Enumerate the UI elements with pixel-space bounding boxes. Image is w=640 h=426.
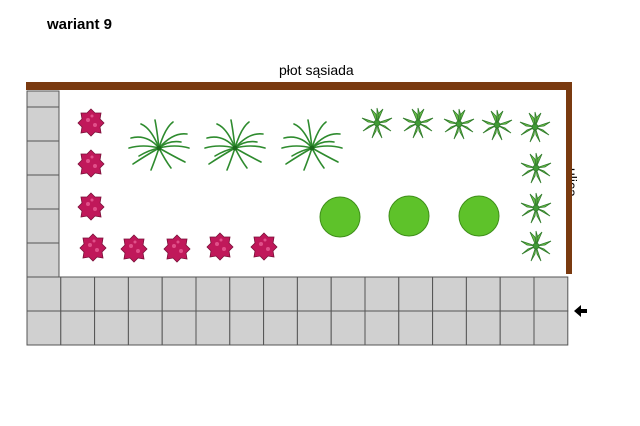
small-plant-icon [520,192,552,224]
small-plant-icon [402,107,434,139]
paving-tile [398,310,434,346]
paving-tile [432,310,467,346]
small-plant-icon [481,109,513,141]
grasses [128,119,343,171]
paving-tile [533,276,569,312]
paving-tile [161,276,197,312]
paving-tile [465,310,501,346]
paving-tile [364,310,400,346]
paving-tile [161,310,197,346]
rose-shrub-icon [79,233,107,262]
paving-tile [26,310,62,346]
paving-tile [364,276,400,312]
small-plant-icon [443,108,475,140]
paving-tile [94,276,129,312]
paving-tile [26,276,62,312]
rose-shrub-icon [163,234,191,263]
small-plant-icon [361,107,393,139]
paving-tile [465,276,501,312]
neighbour-fence [26,82,572,90]
paving-tile [330,276,366,312]
paving-tile [229,310,265,346]
paving-tile [195,276,231,312]
paving-tile [127,276,163,312]
plan-title: wariant 9 [47,16,113,33]
paving-tile [94,310,129,346]
paving-tile [60,310,96,346]
fence-label: płot sąsiada [279,62,354,78]
roses [77,108,278,263]
paving-tile [60,276,96,312]
paving-tile [127,310,163,346]
paving-tile [263,276,298,312]
paving-tile [398,276,434,312]
boxwood-balls [319,195,500,238]
paving-rows [26,276,569,346]
small-plant-icon [520,152,552,184]
rose-shrub-icon [77,192,105,221]
ornamental-grass-icon [204,119,266,171]
small-plant-icon [520,230,552,262]
paving-tile [499,276,535,312]
paving-tile [296,310,332,346]
rose-shrub-icon [120,234,148,263]
paving-tile [533,310,569,346]
paving-tile [229,276,265,312]
rose-shrub-icon [250,232,278,261]
ornamental-grass-icon [281,119,343,171]
paving-tile [330,310,366,346]
boxwood-ball-icon [319,196,361,238]
boxwood-ball-icon [388,195,430,237]
street-fence [566,82,572,274]
paving-tile [432,276,467,312]
small-plant-icon [519,111,551,143]
boxwood-ball-icon [458,195,500,237]
paving-tile [296,276,332,312]
rose-shrub-icon [77,149,105,178]
rose-shrub-icon [206,232,234,261]
arrow-left-icon [574,305,587,317]
paving-tile [195,310,231,346]
paving-tile [499,310,535,346]
paving [26,90,60,278]
ornamental-grass-icon [128,119,190,171]
small-plants [361,107,552,262]
paving-tile [263,310,298,346]
rose-shrub-icon [77,108,105,137]
